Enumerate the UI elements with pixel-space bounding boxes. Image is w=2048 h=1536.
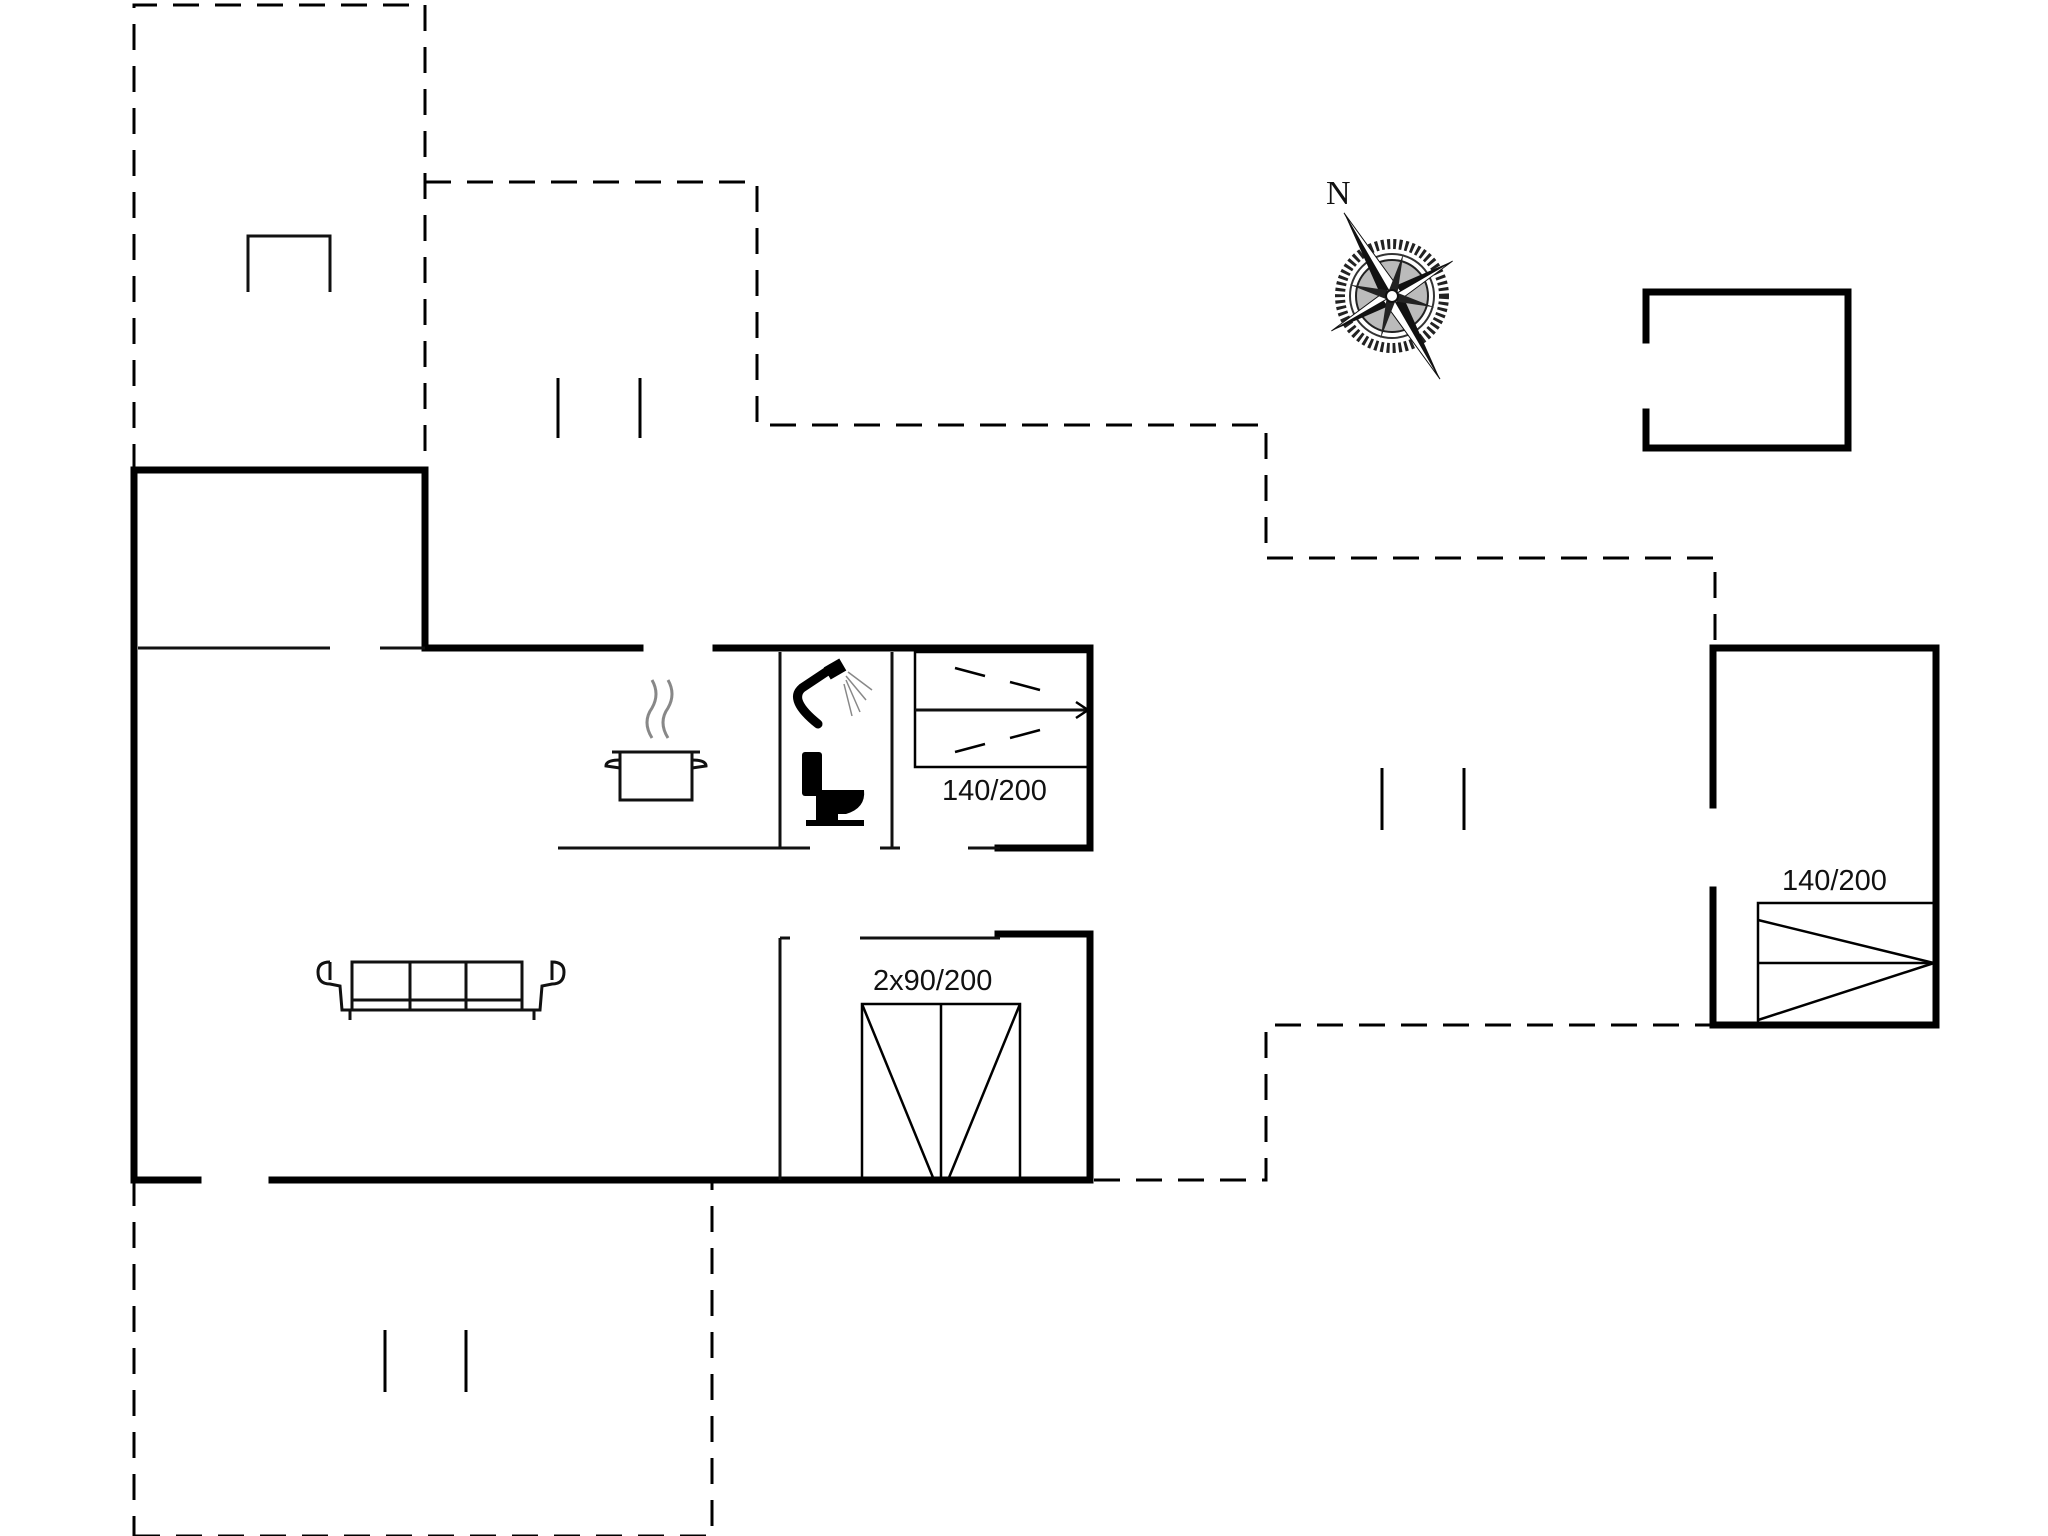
north-label: N xyxy=(1326,175,1351,212)
bed-2: 2x90/200 xyxy=(860,965,1022,1182)
bed-3-size-label: 140/200 xyxy=(1782,865,1887,897)
shed-walls xyxy=(1642,288,1852,452)
annex-walls xyxy=(1709,644,1940,1029)
shower-icon xyxy=(793,658,873,729)
bed-3: 140/200 xyxy=(1756,865,1939,1025)
house-walls xyxy=(130,466,1094,1184)
outdoor-structure xyxy=(246,234,332,292)
compass-rose-icon: N xyxy=(1326,175,1453,380)
terrace-outlines xyxy=(132,3,1717,1536)
bed-1-size-label: 140/200 xyxy=(942,775,1047,807)
bed-2-size-label: 2x90/200 xyxy=(873,965,992,997)
parking-markers xyxy=(383,378,1466,1392)
bed-1: 140/200 xyxy=(913,650,1091,807)
toilet-icon xyxy=(802,752,865,826)
sofa-icon xyxy=(316,960,566,1020)
kitchen-pot-icon xyxy=(604,679,708,802)
interior-walls xyxy=(138,646,1000,1180)
